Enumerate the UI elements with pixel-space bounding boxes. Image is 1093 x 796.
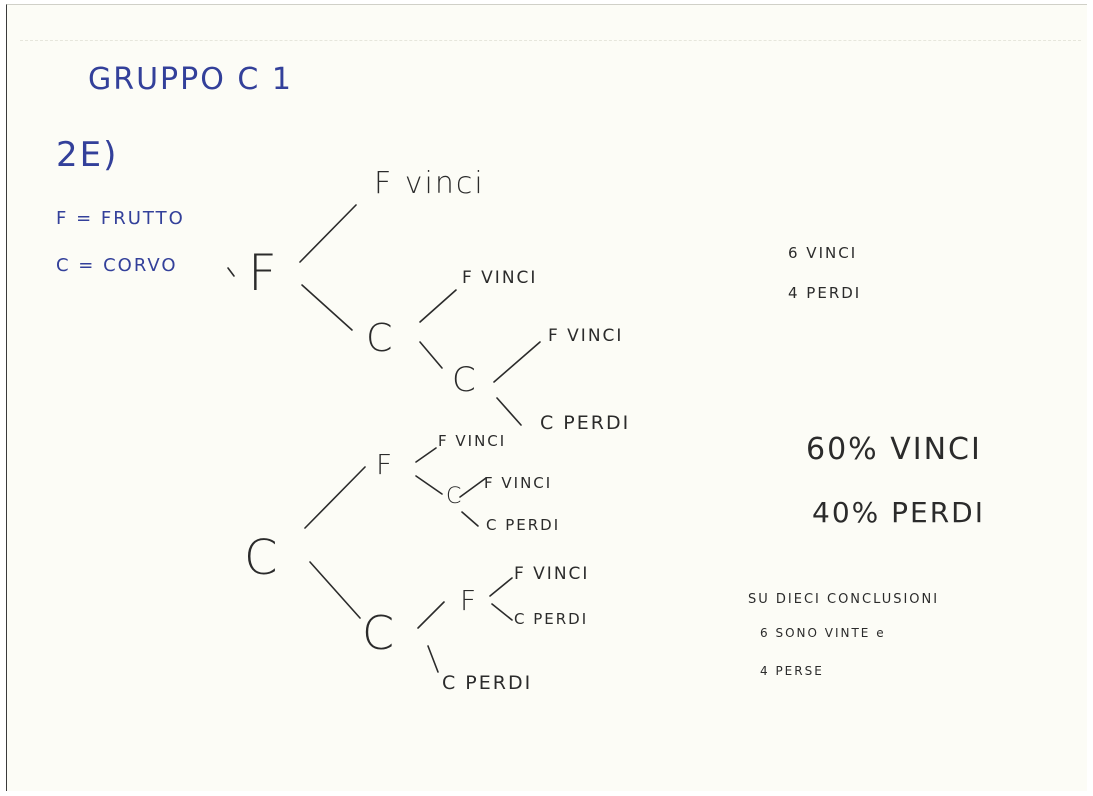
question-number: 2E)	[56, 135, 119, 175]
branch-cfc-to-c	[461, 511, 479, 527]
percent-wins: 60% VINCI	[806, 432, 982, 467]
node-c-f-c: C	[446, 484, 464, 509]
leaf-ccc-perdi: C PERDI	[540, 412, 631, 434]
branch-f-to-c	[301, 284, 353, 331]
branch-c-to-f	[419, 289, 457, 323]
paper-edge	[20, 40, 1081, 41]
branch-ccf-to-f	[489, 577, 513, 597]
count-wins: 6 VINCI	[788, 244, 858, 262]
node-c-c: C	[362, 606, 397, 660]
leaf-cfcc-perdi: C PERDI	[486, 516, 561, 534]
branch-c-to-c	[419, 341, 443, 369]
leaf-f-vinci: F vinci	[374, 166, 485, 201]
branch-cfc-to-f	[459, 477, 487, 498]
summary-line-1: SU DIECI CONCLUSIONI	[748, 592, 940, 607]
percent-losses: 40% PERDI	[812, 496, 985, 529]
leaf-ccfc-perdi: C PERDI	[514, 610, 589, 628]
leaf-cff-vinci: F VINCI	[438, 432, 507, 450]
branch-cc2-to-f	[417, 601, 445, 629]
legend-f: F = FRUTTO	[56, 208, 185, 229]
summary-line-2: 6 SONO VINTE e	[760, 626, 886, 640]
node-c: C	[366, 316, 395, 360]
node-c-f: F	[376, 448, 395, 481]
node-c-c-f: F	[460, 584, 479, 617]
paper-sheet	[6, 4, 1087, 791]
branch-f-to-f	[299, 204, 357, 263]
root-node-c: C	[244, 530, 280, 586]
count-losses: 4 PERDI	[788, 284, 862, 302]
branch-cc-to-f	[493, 341, 541, 383]
branch-root-c-to-c	[309, 561, 361, 619]
branch-cf-to-f	[415, 447, 437, 463]
branch-cc2-to-c	[427, 645, 439, 673]
branch-ccf-to-c	[491, 603, 513, 621]
legend-c: C = CORVO	[56, 255, 178, 276]
branch-cf-to-c	[415, 475, 443, 495]
branch-cc-to-c	[496, 397, 522, 426]
tick-mark	[227, 267, 235, 277]
branch-root-c-to-f	[304, 466, 366, 529]
root-node-f: F	[248, 244, 279, 302]
summary-line-3: 4 PERSE	[760, 664, 824, 678]
leaf-cfcf-vinci: F VINCI	[484, 474, 553, 492]
node-cc: C	[452, 360, 478, 400]
leaf-ccf-vinci: F VINCI	[548, 326, 624, 346]
leaf-cf-vinci: F VINCI	[462, 268, 538, 288]
leaf-ccc-perdi-2: C PERDI	[442, 672, 533, 694]
leaf-ccff-vinci: F VINCI	[514, 564, 590, 584]
group-title: GRUPPO C 1	[88, 62, 293, 97]
